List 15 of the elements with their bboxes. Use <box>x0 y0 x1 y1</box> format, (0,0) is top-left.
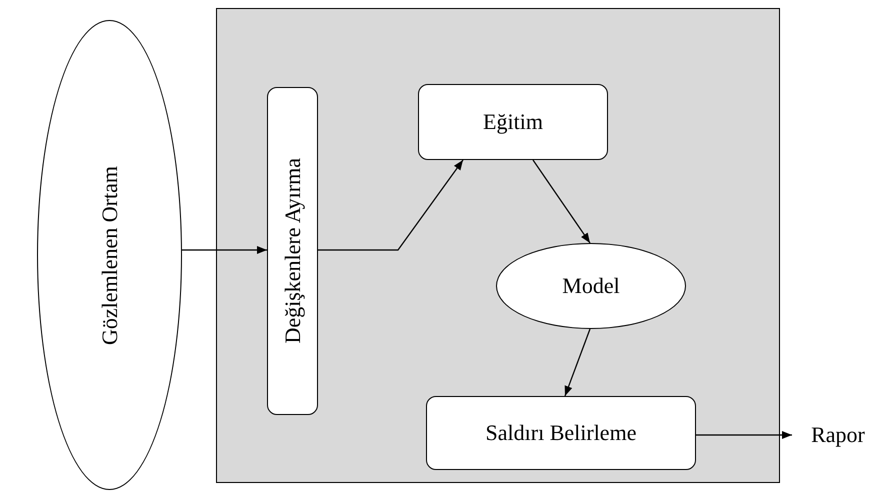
node-label: Rapor <box>811 422 865 448</box>
node-label: Eğitim <box>483 109 543 135</box>
node-label: Model <box>562 273 620 299</box>
node-label: Değişkenlere Ayırma <box>280 158 306 344</box>
arrow <box>564 328 591 396</box>
node-label: Gözlemlenen Ortam <box>96 166 122 344</box>
process-box <box>267 87 318 415</box>
arrow <box>318 160 464 251</box>
arrow <box>532 160 590 244</box>
arrow <box>696 431 792 439</box>
container-box <box>216 8 780 483</box>
process-box <box>426 396 696 470</box>
node-label: Saldırı Belirleme <box>486 420 636 446</box>
arrow <box>182 246 267 254</box>
process-box <box>418 84 608 160</box>
